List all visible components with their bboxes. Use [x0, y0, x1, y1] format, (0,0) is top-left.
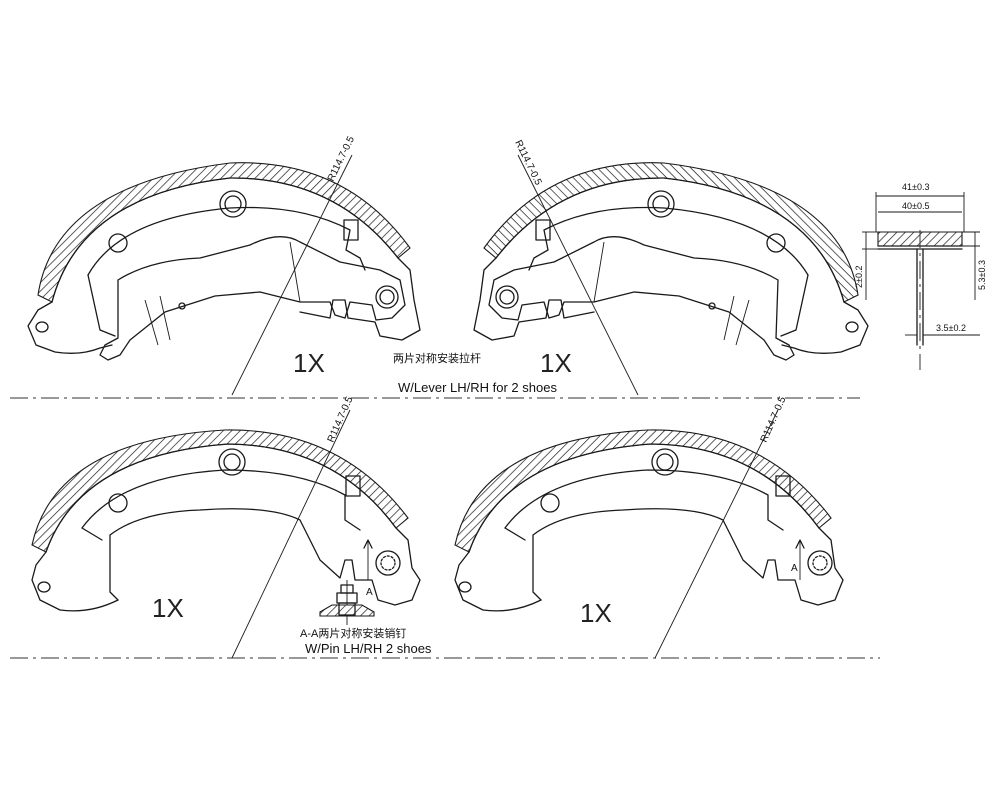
- radius-label-bl: R114.7-0.5: [326, 395, 356, 444]
- radius-leader-bl: [231, 409, 351, 659]
- radius-leader-tl: [231, 154, 353, 396]
- pin-caption: W/Pin LH/RH 2 shoes: [305, 641, 432, 656]
- radius-leader-tr: [517, 154, 639, 396]
- lever-caption: W/Lever LH/RH for 2 shoes: [398, 380, 557, 395]
- quantity-label-br: 1X: [580, 598, 612, 628]
- quantity-label-bl: 1X: [152, 593, 184, 623]
- pin-section-detail: [319, 580, 375, 625]
- shoe-top-left: [27, 162, 421, 361]
- shoe-bottom-left: A: [31, 429, 421, 612]
- quantity-label-tl: 1X: [293, 348, 325, 378]
- dim-40: 40±0.5: [902, 201, 929, 211]
- section-mark-left: A: [366, 587, 373, 598]
- radius-label-tr: R114.7-0.5: [512, 138, 543, 187]
- section-mark-right: A: [791, 563, 798, 574]
- shoe-bottom-right: A: [454, 429, 844, 612]
- dim-2: 2±0.2: [854, 266, 864, 288]
- lever-note-cn: 两片对称安装拉杆: [393, 351, 481, 365]
- radius-leader-br: [654, 409, 779, 659]
- pin-note-cn: A-A两片对称安装销钉: [300, 626, 406, 640]
- dim-41: 41±0.3: [902, 182, 929, 192]
- quantity-label-tr: 1X: [540, 348, 572, 378]
- radius-label-br: R114.7-0.5: [759, 395, 789, 444]
- dim-35: 3.5±0.2: [936, 323, 966, 333]
- shoe-top-right: [473, 162, 869, 361]
- mounting-hole: [219, 190, 247, 218]
- dim-53: 5.3±0.3: [977, 260, 987, 290]
- shoe-cross-section: 41±0.3 40±0.5 2±0.2 5.3±0.3 3.5±0.2: [854, 182, 987, 370]
